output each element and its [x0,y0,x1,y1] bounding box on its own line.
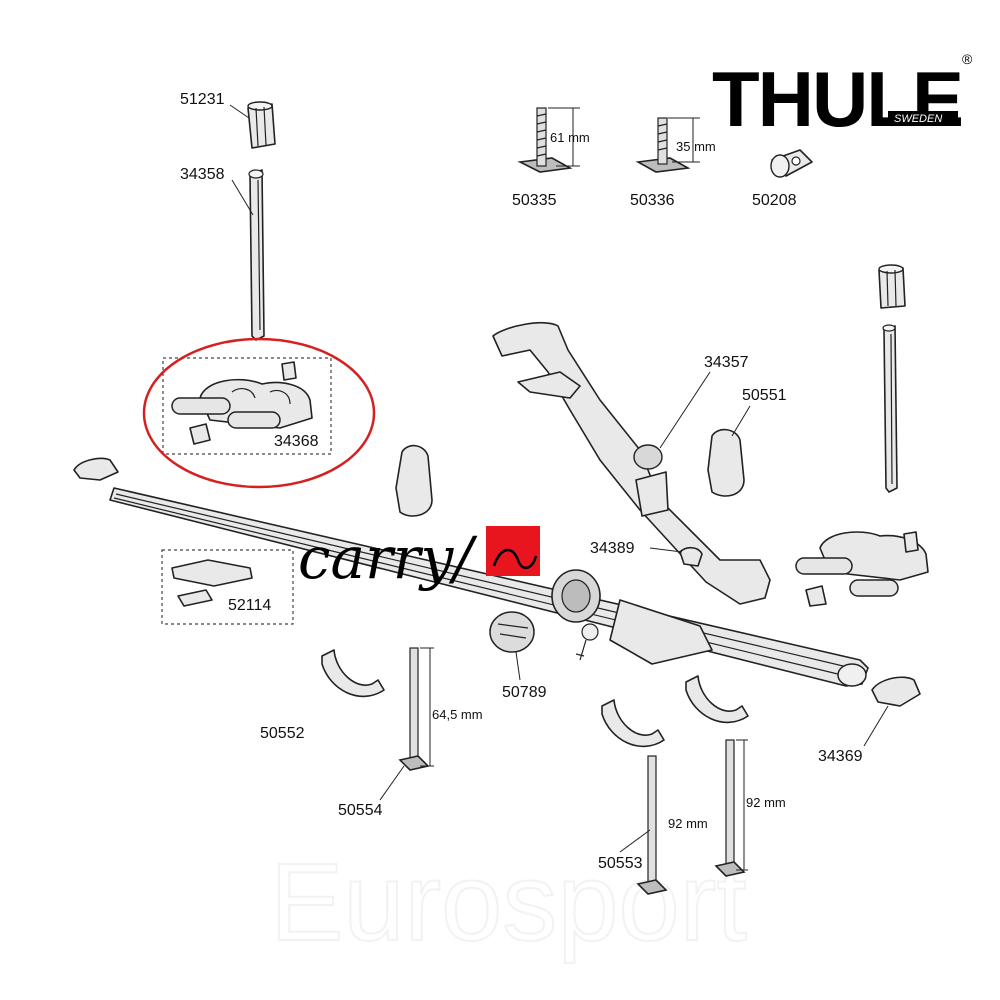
part-50553-bolt-a [636,755,668,895]
label-50208: 50208 [752,192,797,209]
handwritten-carry: carry/ [298,524,478,592]
logo-sub-bar [888,111,958,126]
box-52114 [161,549,294,625]
label-50336: 50336 [630,192,675,209]
part-lock-knob-base [551,569,713,665]
label-50554: 50554 [338,802,383,819]
label-34389: 34389 [590,540,635,557]
part-left-endcap [73,457,119,481]
label-50551: 50551 [742,387,787,404]
part-50553-ubrackets [601,675,749,748]
part-34368-wheel-holder [171,361,313,445]
dim-61mm: 61 mm [550,130,590,145]
part-50551-grip [707,428,745,497]
box-34368 [162,357,332,455]
label-34368: 34368 [274,433,319,450]
label-34369: 34369 [818,748,863,765]
dim-645mm: 64,5 mm [432,707,483,722]
part-34369-endcap [871,676,921,707]
dim-35mm: 35 mm [676,139,716,154]
label-50552: 50552 [260,725,305,742]
handwritten-squiggle-icon [492,548,538,569]
watermark: Eurosport [270,841,747,964]
part-34389-clamp [679,546,703,567]
part-52114-adapter [171,559,253,607]
part-50554-bolt [398,647,434,771]
logo-sub: SWEDEN [894,113,942,125]
part-50208-nut [770,149,813,178]
label-34357: 34357 [704,354,749,371]
label-52114: 52114 [228,597,271,614]
logo-registered: ® [962,51,973,67]
highlight-circle [142,337,376,489]
part-center-grip [395,444,433,517]
label-34358: 34358 [180,166,225,183]
logo-brand: THULE [712,55,962,143]
dim-92mm-b: 92 mm [746,795,786,810]
part-50335-tbolt [517,107,580,173]
part-50336-tbolt [635,117,700,173]
label-51231: 51231 [180,91,225,108]
thule-logo: THULE SWEDEN ® [712,51,973,143]
part-51231-sleeve [247,101,276,149]
dim-92mm-a: 92 mm [668,816,708,831]
part-50789-cap [489,611,535,653]
part-right-rod [882,324,898,493]
label-50553: 50553 [598,855,643,872]
part-right-wheel-holder [795,531,929,607]
part-34358-rod [248,169,265,341]
part-right-sleeve [878,264,906,309]
part-34357-frame-arm [492,322,771,605]
part-50552-ubracket [321,649,385,698]
part-50553-bolt-b [714,739,748,877]
label-50335: 50335 [512,192,557,209]
label-50789: 50789 [502,684,547,701]
